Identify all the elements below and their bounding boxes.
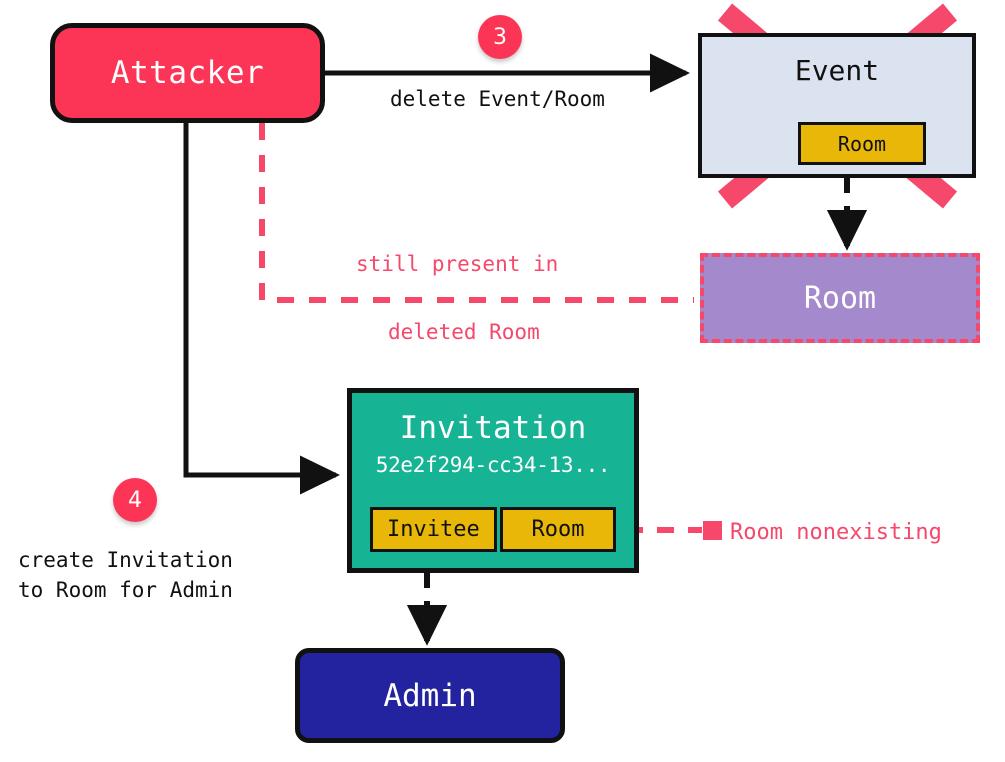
node-attacker-label: Attacker (110, 55, 265, 91)
node-invitation-label: Invitation (399, 410, 587, 446)
legend-swatch-nonexisting (703, 521, 722, 540)
node-event-label: Event (794, 54, 880, 87)
node-admin-label: Admin (383, 677, 477, 714)
invitation-fields: Invitee Room (370, 507, 616, 552)
edge-label-create-invitation: create Invitation to Room for Admin (18, 545, 233, 606)
step-badge-3: 3 (478, 15, 522, 59)
edge-label-create-invitation-line2: to Room for Admin (18, 578, 233, 603)
node-room[interactable]: Room (700, 253, 980, 343)
edge-label-deleted-room: deleted Room (388, 320, 540, 344)
invitation-field-invitee[interactable]: Invitee (370, 507, 497, 552)
edge-label-room-nonexisting: Room nonexisting (730, 520, 942, 545)
node-room-label: Room (803, 280, 877, 316)
edge-attacker-to-invitation (183, 123, 341, 495)
node-event-room-field-label: Room (837, 131, 887, 156)
node-admin[interactable]: Admin (295, 648, 565, 743)
node-event[interactable]: Event (698, 33, 976, 178)
step-badge-4: 4 (113, 478, 157, 522)
edge-label-delete-event-room: delete Event/Room (390, 87, 605, 111)
node-invitation[interactable]: Invitation 52e2f294-cc34-13... Invitee R… (347, 388, 639, 573)
edge-label-still-present-in: still present in (356, 252, 559, 276)
node-attacker[interactable]: Attacker (50, 23, 325, 123)
edge-label-create-invitation-line1: create Invitation (18, 548, 233, 572)
invitation-field-room[interactable]: Room (500, 507, 616, 552)
node-event-room-field[interactable]: Room (798, 122, 926, 165)
node-invitation-uuid: 52e2f294-cc34-13... (375, 453, 611, 477)
